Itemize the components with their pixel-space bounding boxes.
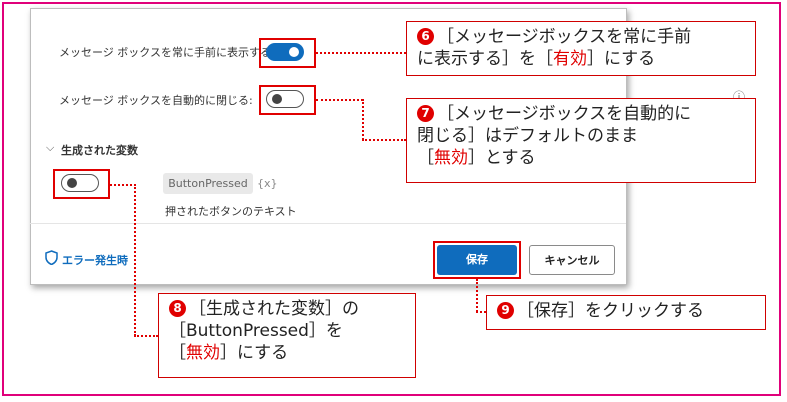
callout-6: 6［メッセージボックスを常に手前 に表示する］を［有効］にする [406,21,756,76]
leader-line-8b [134,184,136,336]
leader-line-6 [316,52,406,54]
step-number: 9 [497,302,514,319]
callout-text: ［メッセージボックスを自動的に [437,104,692,124]
variable-icon: {x} [257,177,278,190]
callout-8: 8［生成された変数］の ［ButtonPressed］を ［無効］にする [158,293,416,378]
footer-divider [30,223,626,224]
always-on-top-toggle[interactable] [266,43,304,61]
variable-chip[interactable]: ButtonPressed [163,173,253,194]
highlight-always-on-top [259,38,316,68]
leader-line-9a [476,279,478,312]
callout-7: 7［メッセージボックスを自動的に 閉じる］はデフォルトのまま ［無効］とする [406,98,756,183]
save-button[interactable]: 保存 [437,245,517,275]
variable-description: 押されたボタンのテキスト [165,205,297,218]
callout-text: ［ButtonPressed］を [169,321,343,341]
shield-icon [45,250,58,266]
outer-frame [2,2,781,396]
callout-text: に表示する］を［ [417,49,553,69]
callout-emphasis: 無効 [186,343,220,363]
callout-text: ［保存］をクリックする [517,301,704,321]
leader-line-9b [476,311,486,313]
leader-line-7a [316,99,363,101]
callout-emphasis: 無効 [434,148,468,168]
step-number: 6 [417,28,434,45]
cancel-button[interactable]: キャンセル [529,245,615,275]
toggle-knob [289,47,299,57]
button-pressed-toggle[interactable] [61,174,99,192]
leader-line-8c [134,335,158,337]
step-number: 8 [169,300,186,317]
chevron-down-icon[interactable]: ⌵ [46,141,55,154]
toggle-knob [272,93,282,104]
callout-text: ［生成された変数］の [189,299,359,319]
callout-text: ［メッセージボックスを常に手前 [437,27,692,47]
generated-variables-header[interactable]: 生成された変数 [61,144,138,157]
error-handling-link[interactable]: エラー発生時 [62,254,128,267]
highlight-variable-toggle [53,169,110,199]
leader-line-7c [362,139,406,141]
callout-text: ］とする [468,148,536,168]
callout-text: 閉じる］はデフォルトのまま [417,126,638,146]
callout-text: ］にする [587,49,656,69]
step-number: 7 [417,105,434,122]
highlight-auto-close [259,85,316,115]
auto-close-label: メッセージ ボックスを自動的に閉じる: [59,94,253,107]
callout-text: ［ [417,148,434,168]
leader-line-8a [110,184,136,186]
callout-text: ］にする [220,343,289,363]
callout-9: 9［保存］をクリックする [486,295,766,330]
leader-line-7b [362,99,364,140]
callout-text: ［ [169,343,186,363]
callout-emphasis: 有効 [553,49,587,69]
toggle-knob [67,177,77,188]
always-on-top-label: メッセージ ボックスを常に手前に表示する: [59,46,275,59]
auto-close-toggle[interactable] [266,90,304,108]
highlight-save-button [433,241,521,279]
